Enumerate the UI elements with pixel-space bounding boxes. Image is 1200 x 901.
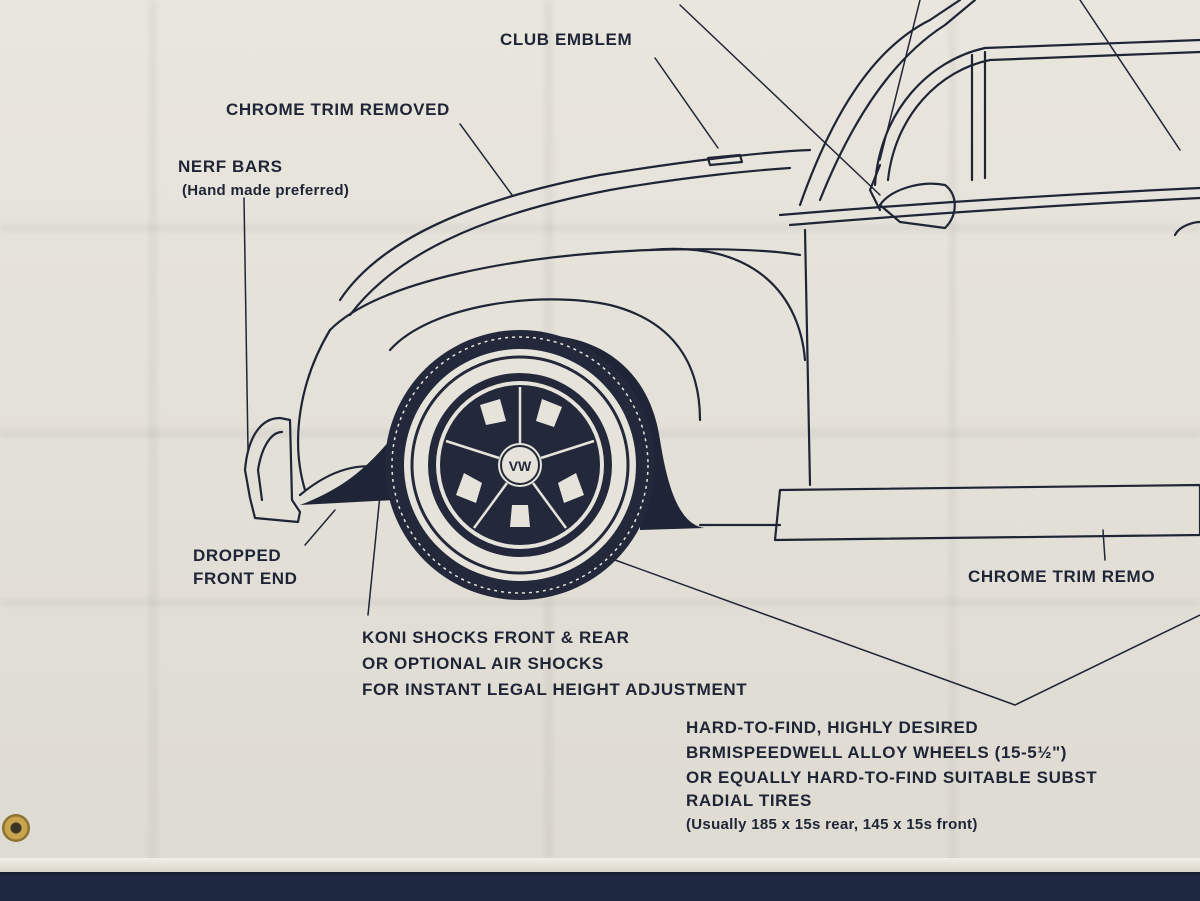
nerf-bar xyxy=(243,416,302,524)
leader-chrome-trim xyxy=(459,123,513,196)
fabric-fold xyxy=(950,0,955,860)
leader-wheels-right xyxy=(1014,614,1200,706)
leader-koni xyxy=(367,494,381,616)
fabric-fold xyxy=(0,225,1200,231)
leader-chrome-lower xyxy=(1102,529,1106,561)
side-mirror xyxy=(878,182,956,230)
label-wheels-1: HARD-TO-FIND, HIGHLY DESIRED xyxy=(686,718,979,737)
leader-wheels-left xyxy=(614,559,1016,706)
beltline xyxy=(778,186,1200,217)
mirror-stalk xyxy=(868,163,882,212)
leader-top-3 xyxy=(1079,0,1181,151)
fabric-fold xyxy=(150,0,156,860)
rear-trim xyxy=(1173,220,1200,237)
label-nerf-bars-note: (Hand made preferred) xyxy=(182,182,350,199)
label-koni-1: KONI SHOCKS FRONT & REAR xyxy=(362,628,630,647)
roof-outline xyxy=(798,0,962,207)
window-frame-inner xyxy=(886,50,1200,182)
label-front-end: FRONT END xyxy=(193,569,298,588)
front-body xyxy=(297,328,332,492)
front-tire xyxy=(385,330,655,600)
label-wheels-4: RADIAL TIRES xyxy=(686,791,812,810)
leader-club-emblem xyxy=(654,57,719,149)
leader-top-1 xyxy=(679,4,881,196)
label-wheels-3: OR EQUALLY HARD-TO-FIND SUITABLE SUBST xyxy=(686,768,1098,787)
label-chrome-trim-removed: CHROME TRIM REMOVED xyxy=(226,100,450,119)
fender-flare xyxy=(648,247,807,362)
nerf-bar-inner xyxy=(256,430,284,502)
label-chrome-trim-lower: CHROME TRIM REMO xyxy=(968,567,1156,586)
window-frame xyxy=(873,38,1200,187)
roof-inner xyxy=(818,0,977,202)
fender-arch xyxy=(388,298,702,422)
wheel-vents xyxy=(456,399,584,527)
label-dropped: DROPPED xyxy=(193,546,282,565)
grommet-icon xyxy=(2,814,30,842)
banner-hem xyxy=(0,858,1200,872)
running-board xyxy=(773,483,1200,542)
club-emblem-shape xyxy=(706,153,744,167)
leader-dropped-front xyxy=(304,509,336,546)
wheel-spokes xyxy=(445,387,595,529)
label-koni-2: OR OPTIONAL AIR SHOCKS xyxy=(362,654,604,673)
label-koni-3: FOR INSTANT LEGAL HEIGHT ADJUSTMENT xyxy=(362,680,748,699)
label-nerf-bars: NERF BARS xyxy=(178,157,283,176)
beltline-2 xyxy=(788,196,1200,227)
hood-line xyxy=(338,148,812,302)
hood-line-2 xyxy=(348,166,792,317)
fender-top xyxy=(328,248,802,332)
fabric-fold xyxy=(0,600,1200,605)
leader-nerf-bars xyxy=(243,197,249,451)
hubcap-badge: VW xyxy=(509,458,532,474)
label-club-emblem: CLUB EMBLEM xyxy=(500,30,633,49)
door-front-edge xyxy=(803,228,812,487)
leader-top-2 xyxy=(879,0,921,161)
label-wheels-5: (Usually 185 x 15s rear, 145 x 15s front… xyxy=(686,816,978,833)
label-wheels-2: BRMISPEEDWELL ALLOY WHEELS (15-5½") xyxy=(686,743,1068,762)
